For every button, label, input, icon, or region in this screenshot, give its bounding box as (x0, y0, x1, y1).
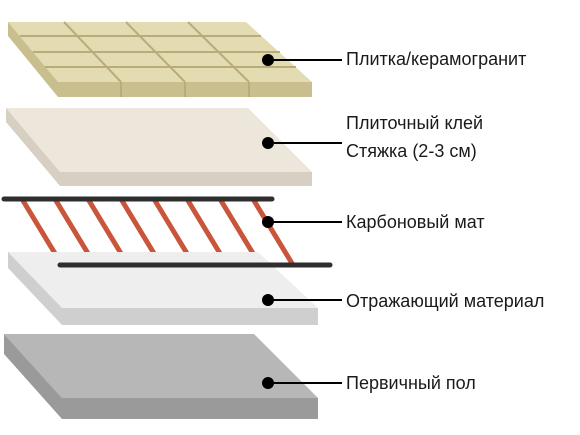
subfloor-layer (4, 334, 318, 419)
adhesive-layer-front (60, 172, 312, 186)
tile-layer-left (8, 22, 58, 97)
label-screed: Стяжка (2-3 см) (346, 141, 477, 161)
leader-subfloor-dot (262, 377, 274, 389)
subfloor-layer-front (62, 398, 318, 419)
leader-carbon-dot (262, 216, 274, 228)
leader-adhesive-dot (262, 137, 274, 149)
tile-grout-lines (20, 21, 296, 97)
reflective-layer-left (8, 252, 62, 325)
leader-tile-dot (262, 54, 274, 66)
adhesive-layer-top (6, 108, 312, 172)
leader-reflective-dot (262, 294, 274, 306)
adhesive-layer-left (6, 108, 60, 186)
label-reflective-material: Отражающий материал (346, 291, 545, 311)
leader-lines (262, 54, 342, 389)
subfloor-layer-top (4, 334, 318, 398)
subfloor-layer-left (4, 334, 62, 419)
reflective-layer-front (62, 308, 318, 325)
label-subfloor: Первичный пол (346, 373, 476, 393)
tile-layer (8, 21, 312, 97)
label-tile: Плитка/керамогранит (346, 49, 527, 69)
adhesive-screed-layer (6, 108, 312, 186)
label-carbon-mat: Карбоновый мат (346, 212, 485, 232)
label-tile-adhesive: Плиточный клей (346, 113, 484, 133)
